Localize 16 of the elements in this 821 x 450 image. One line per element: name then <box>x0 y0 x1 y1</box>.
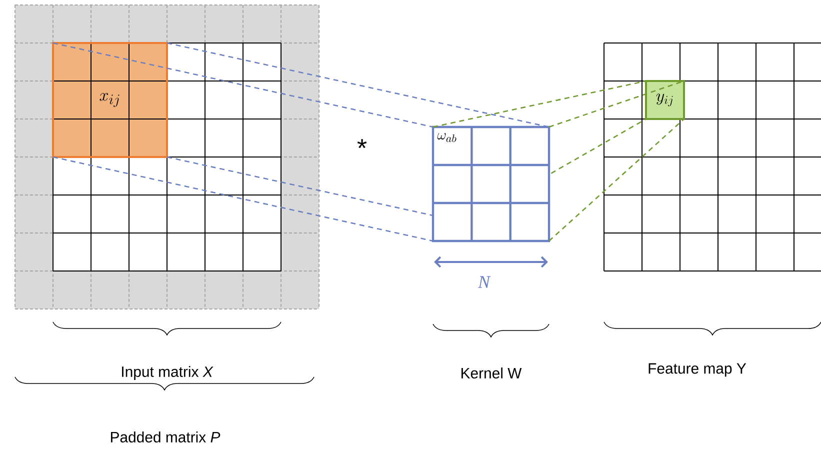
brace-label: Padded matrix P <box>111 432 220 442</box>
dashed-line <box>52 42 434 128</box>
brace-label: Feature map Y <box>648 363 746 377</box>
brace-label: Kernel W <box>462 368 522 378</box>
dashed-line <box>166 156 434 216</box>
dashed-line <box>550 118 646 174</box>
brace-label: Input matrix X <box>122 366 214 380</box>
window-box: $x_{ij}$ <box>52 42 168 158</box>
dashed-line <box>52 156 434 242</box>
dimension-label: N <box>478 276 491 288</box>
operator-symbol: * <box>357 139 367 148</box>
dashed-line <box>548 118 684 242</box>
output-cell: $y_{ij}$ <box>645 80 685 120</box>
dashed-line <box>432 80 646 128</box>
kernel-grid: $\omega_{ab}$ <box>432 126 550 242</box>
dashed-line <box>166 42 550 128</box>
